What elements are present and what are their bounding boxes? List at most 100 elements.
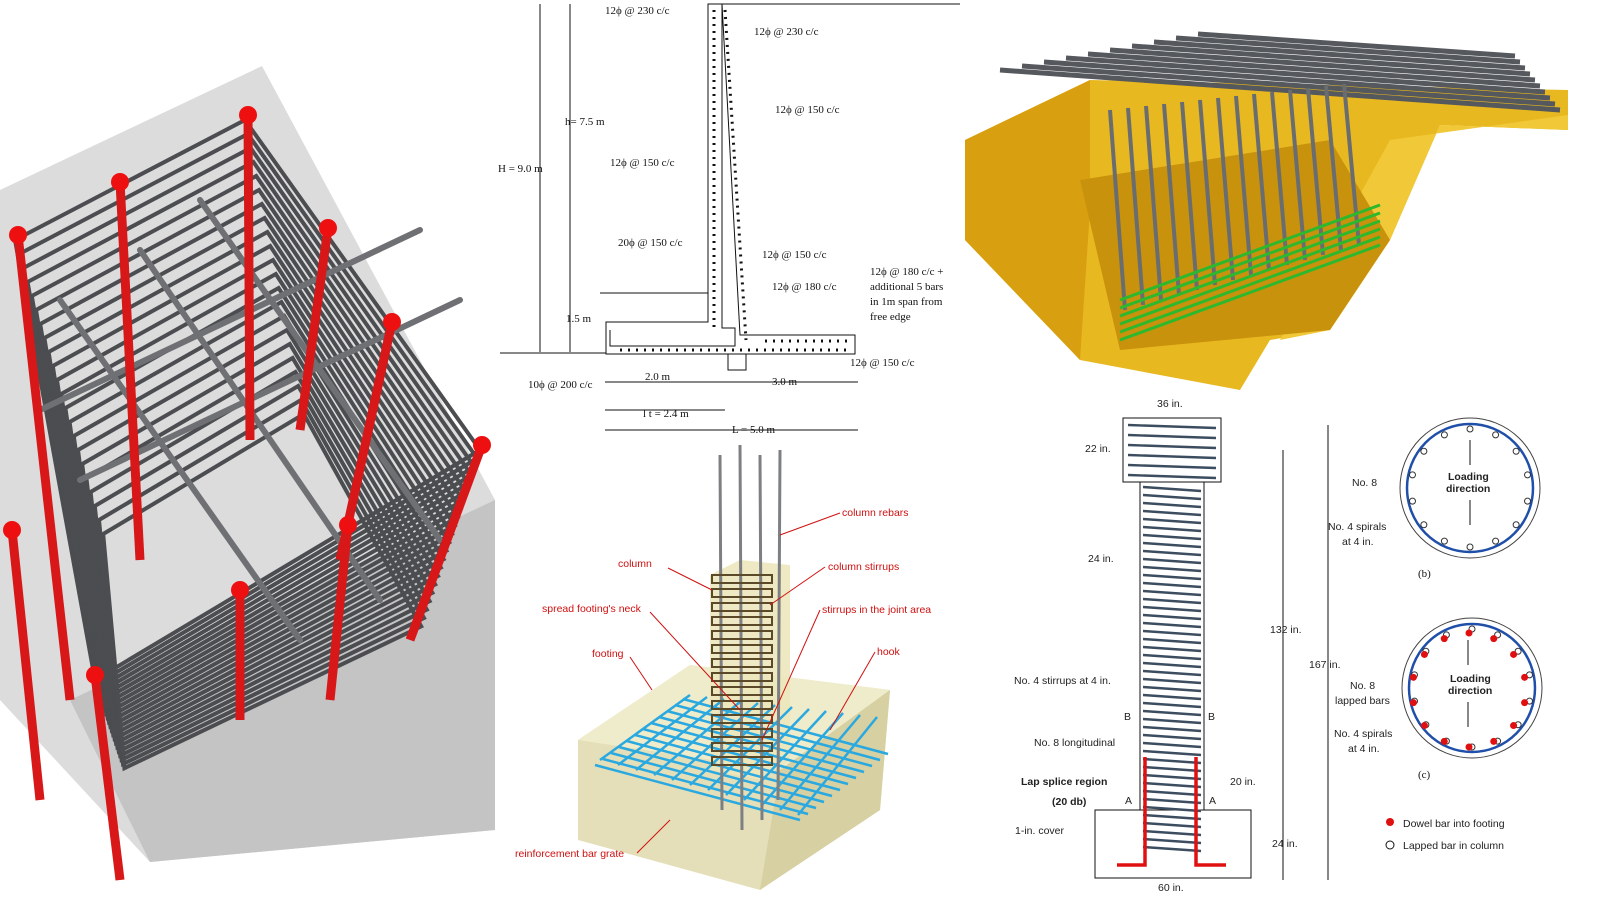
lapped-bar — [1440, 431, 1448, 439]
label-column-stirrups: column stirrups — [828, 561, 899, 573]
top-bar — [1065, 55, 1546, 95]
stirrup — [1142, 581, 1202, 589]
loading-label-2: direction — [1446, 483, 1490, 495]
lapped-bar — [1466, 543, 1474, 551]
label-depth: 1.5 m — [566, 313, 592, 325]
rebar-end — [3, 521, 21, 539]
dowel-bar — [1420, 650, 1428, 658]
cap-bar — [1127, 473, 1217, 480]
stirrup-bar — [1198, 99, 1217, 286]
spacer — [1119, 227, 1381, 326]
top-bar — [1087, 51, 1541, 89]
section-c: Loading direction No. 8 lapped bars No. … — [1334, 617, 1543, 781]
stirrup — [1142, 733, 1202, 741]
lapped-bar — [1420, 521, 1428, 529]
stirrup-bar — [1126, 107, 1145, 306]
label-column: column — [618, 558, 652, 570]
lapped-bar — [1524, 471, 1532, 479]
legend-dowel: Dowel bar into footing — [1403, 818, 1505, 830]
lapped-bar — [1440, 537, 1448, 545]
rebar-red — [90, 674, 125, 881]
label-top-outer: 12ϕ @ 230 c/c — [754, 26, 819, 38]
stirrup — [1142, 661, 1202, 669]
hoop — [101, 411, 424, 772]
section-a-marker-left: A — [1125, 795, 1132, 807]
cap-bar — [1127, 433, 1217, 440]
label-footing-h: 24 in. — [1272, 838, 1298, 850]
stirrup — [1142, 669, 1202, 677]
label-stirrups: No. 4 stirrups at 4 in. — [1014, 675, 1111, 687]
grate-bar — [594, 763, 801, 822]
stirrup — [711, 742, 773, 752]
section-b: Loading direction No. 8 No. 4 spirals at… — [1328, 417, 1541, 580]
cap-bar — [1127, 463, 1217, 470]
label-toe-main: 20ϕ @ 150 c/c — [618, 237, 683, 249]
label-L: L = 5.0 m — [732, 424, 776, 436]
stirrup — [711, 672, 773, 682]
rebar-end — [239, 106, 257, 124]
label-H: H = 9.0 m — [498, 163, 543, 175]
stirrup — [1142, 509, 1202, 517]
stirrup — [1142, 781, 1202, 789]
stirrup — [1142, 813, 1202, 821]
spacer — [1119, 235, 1381, 334]
label-spiral-2: at 4 in. — [1342, 536, 1374, 548]
label-longitudinal: No. 8 longitudinal — [1034, 737, 1115, 749]
label-footing: footing — [592, 648, 624, 660]
dowel-bar — [1409, 699, 1417, 707]
label-neck: spread footing's neck — [542, 603, 642, 615]
stirrup — [1142, 693, 1202, 701]
spacer — [1119, 219, 1381, 318]
top-bar — [1175, 35, 1521, 65]
rebar-end — [231, 581, 249, 599]
spread-footing-3d: column rebars column column stirrups spr… — [515, 444, 931, 890]
loading-label-2: direction — [1448, 685, 1492, 697]
dowel-bar — [1440, 737, 1448, 745]
stirrup — [1142, 821, 1202, 829]
rebar-red — [115, 181, 145, 561]
stirrup — [1142, 677, 1202, 685]
stirrup-bar — [1270, 91, 1289, 266]
label-stem-front: 12ϕ @ 150 c/c — [610, 157, 675, 169]
lapped-bar — [1492, 537, 1500, 545]
caption-b: (b) — [1418, 568, 1431, 580]
label-bar: No. 8 — [1350, 680, 1375, 692]
loading-label: Loading — [1450, 673, 1491, 685]
stirrup — [711, 574, 773, 584]
cap-bar — [1127, 443, 1217, 450]
stirrup-bar — [1234, 95, 1253, 276]
loading-label: Loading — [1448, 471, 1489, 483]
stirrup — [1142, 749, 1202, 757]
rebar-cage-3d — [0, 66, 495, 881]
label-footing-w: 60 in. — [1158, 882, 1184, 894]
stirrup — [1142, 837, 1202, 845]
section-a-marker-right: A — [1209, 795, 1216, 807]
stirrup — [1142, 845, 1202, 853]
grate-bar — [779, 714, 861, 811]
column-detail-drawing: 36 in. 22 in. 24 in. No. 4 stirrups at 4… — [1014, 398, 1543, 894]
label-col-width: 24 in. — [1088, 553, 1114, 565]
stirrup — [1142, 501, 1202, 509]
rebar-end — [473, 436, 491, 454]
section-b-marker-left: B — [1124, 711, 1131, 723]
top-bar — [1109, 47, 1536, 83]
label-toe-dist: 10ϕ @ 200 c/c — [528, 379, 593, 391]
label-cover: 1-in. cover — [1015, 825, 1065, 837]
rebar-red — [243, 114, 255, 441]
stirrup — [1142, 557, 1202, 565]
label-stem-dist: 12ϕ @ 150 c/c — [762, 249, 827, 261]
label-width-top: 36 in. — [1157, 398, 1183, 410]
grate-bar — [743, 710, 827, 801]
lapped-bar — [1408, 497, 1416, 505]
stirrup — [711, 630, 773, 640]
stirrup — [1142, 789, 1202, 797]
dowel-bar — [1510, 722, 1518, 730]
stirrup — [1142, 709, 1202, 717]
stirrup — [1142, 765, 1202, 773]
stirrup-bar — [1108, 109, 1127, 311]
stirrup — [1142, 589, 1202, 597]
label-cap-height: 22 in. — [1085, 443, 1111, 455]
dowel-bar — [1465, 629, 1473, 637]
label-lap-splice-len: (20 db) — [1052, 796, 1086, 808]
stirrup-bar — [1342, 83, 1361, 246]
